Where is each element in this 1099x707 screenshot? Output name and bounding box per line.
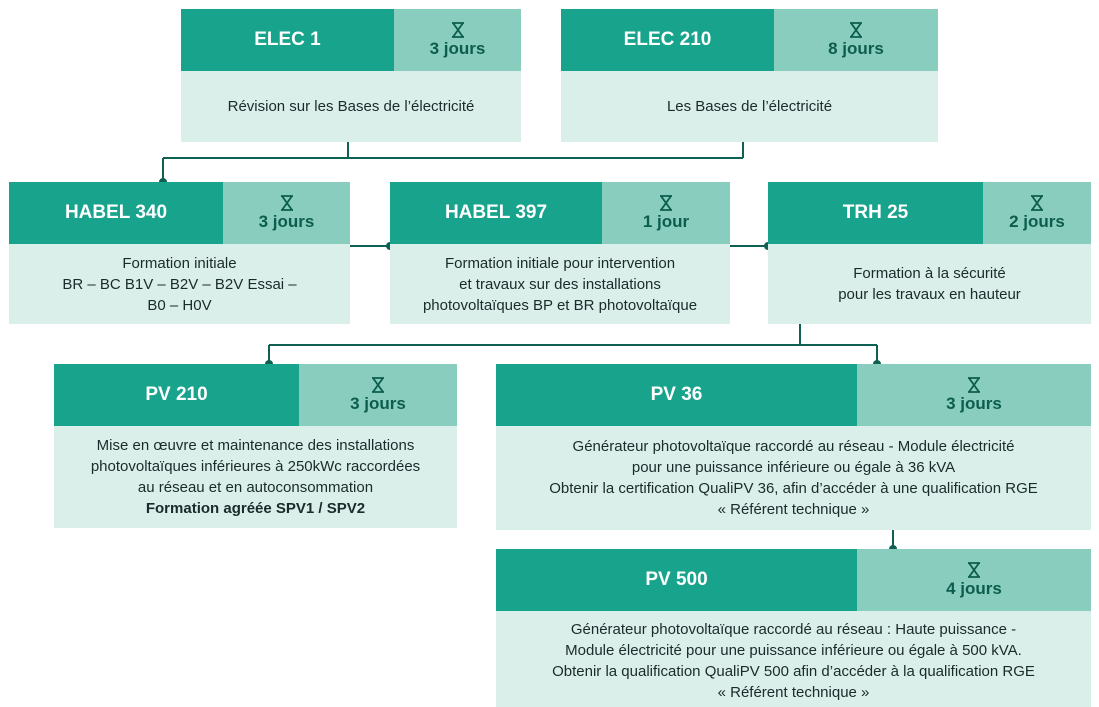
course-description: Mise en œuvre et maintenance des install… bbox=[54, 426, 457, 528]
duration-label: 4 jours bbox=[946, 578, 1002, 598]
course-code: PV 500 bbox=[496, 549, 857, 611]
certification-label: Formation agréée SPV1 / SPV2 bbox=[145, 500, 366, 517]
description-line: Générateur photovoltaïque raccordé au ré… bbox=[572, 438, 1015, 455]
course-description: Révision sur les Bases de l’électricité bbox=[181, 71, 521, 142]
description-line: Révision sur les Bases de l’électricité bbox=[227, 98, 475, 115]
course-code: ELEC 1 bbox=[181, 9, 394, 71]
course-card-pv500: PV 500 4 jours Générateur photovoltaïque… bbox=[496, 549, 1091, 707]
course-description: Formation à la sécurité pour les travaux… bbox=[768, 244, 1091, 324]
description-line: BR – BC B1V – B2V – B2V Essai – bbox=[62, 275, 297, 293]
hourglass-icon bbox=[968, 376, 980, 393]
course-description: Formation initiale pour intervention et … bbox=[390, 244, 730, 324]
description-line: pour une puissance inférieure ou égale à… bbox=[631, 459, 956, 476]
course-duration: 2 jours bbox=[983, 182, 1091, 244]
description-line: Obtenir la certification QualiPV 36, afi… bbox=[549, 480, 1038, 497]
course-code: PV 210 bbox=[54, 364, 299, 426]
description-line: « Référent technique » bbox=[717, 684, 870, 701]
hourglass-icon bbox=[968, 561, 980, 578]
course-duration: 1 jour bbox=[602, 182, 730, 244]
description-line: photovoltaïques inférieures à 250kWc rac… bbox=[90, 458, 421, 475]
course-code: ELEC 210 bbox=[561, 9, 774, 71]
duration-label: 2 jours bbox=[1009, 211, 1065, 231]
duration-label: 3 jours bbox=[350, 393, 406, 413]
hourglass-icon bbox=[451, 21, 464, 38]
course-card-elec210: ELEC 210 8 jours Les Bases de l’électric… bbox=[561, 9, 938, 142]
duration-label: 8 jours bbox=[828, 38, 884, 58]
hourglass-icon bbox=[280, 194, 293, 211]
description-line: au réseau et en autoconsommation bbox=[137, 479, 374, 496]
course-card-trh25: TRH 25 2 jours Formation à la sécurité p… bbox=[768, 182, 1091, 324]
hourglass-icon bbox=[850, 21, 862, 38]
description-line: « Référent technique » bbox=[717, 501, 870, 518]
description-line: Formation à la sécurité bbox=[853, 265, 1006, 282]
course-description: Formation initiale BR – BC B1V – B2V – B… bbox=[9, 244, 350, 324]
course-duration: 4 jours bbox=[857, 549, 1091, 611]
description-line: Formation initiale bbox=[122, 254, 237, 272]
course-duration: 3 jours bbox=[299, 364, 457, 426]
hourglass-icon bbox=[660, 194, 672, 211]
description-line: pour les travaux en hauteur bbox=[838, 286, 1021, 303]
course-duration: 3 jours bbox=[394, 9, 521, 71]
hourglass-icon bbox=[1031, 194, 1043, 211]
course-description: Les Bases de l’électricité bbox=[561, 71, 938, 142]
duration-label: 3 jours bbox=[258, 211, 315, 231]
course-description: Générateur photovoltaïque raccordé au ré… bbox=[496, 426, 1091, 530]
course-code: HABEL 340 bbox=[9, 182, 223, 244]
course-card-habel397: HABEL 397 1 jour Formation initiale pour… bbox=[390, 182, 730, 324]
course-duration: 3 jours bbox=[223, 182, 350, 244]
description-line: Module électricité pour une puissance in… bbox=[565, 642, 1022, 659]
course-card-pv36: PV 36 3 jours Générateur photovoltaïque … bbox=[496, 364, 1091, 530]
description-line: et travaux sur des installations bbox=[459, 275, 661, 293]
course-code: TRH 25 bbox=[768, 182, 983, 244]
description-line: photovoltaïques BP et BR photovoltaïque bbox=[422, 296, 698, 314]
description-line: Mise en œuvre et maintenance des install… bbox=[96, 437, 415, 454]
hourglass-icon bbox=[372, 376, 384, 393]
description-line: B0 – H0V bbox=[147, 296, 212, 314]
course-card-pv210: PV 210 3 jours Mise en œuvre et maintena… bbox=[54, 364, 457, 528]
course-code: HABEL 397 bbox=[390, 182, 602, 244]
description-line: Générateur photovoltaïque raccordé au ré… bbox=[570, 621, 1017, 638]
description-line: Les Bases de l’électricité bbox=[666, 98, 833, 115]
course-duration: 8 jours bbox=[774, 9, 938, 71]
course-duration: 3 jours bbox=[857, 364, 1091, 426]
course-card-elec1: ELEC 1 3 jours Révision sur les Bases de… bbox=[181, 9, 521, 142]
duration-label: 1 jour bbox=[642, 211, 690, 231]
course-code: PV 36 bbox=[496, 364, 857, 426]
duration-label: 3 jours bbox=[946, 393, 1002, 413]
course-card-habel340: HABEL 340 3 jours Formation initiale BR … bbox=[9, 182, 350, 324]
duration-label: 3 jours bbox=[429, 38, 486, 58]
course-description: Générateur photovoltaïque raccordé au ré… bbox=[496, 611, 1091, 707]
description-line: Obtenir la qualification QualiPV 500 afi… bbox=[552, 663, 1035, 680]
description-line: Formation initiale pour intervention bbox=[444, 254, 676, 272]
